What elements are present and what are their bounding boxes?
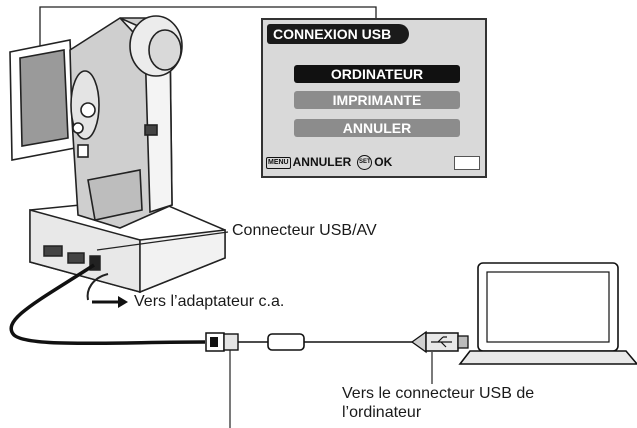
menu-option-annuler[interactable]: ANNULER	[294, 119, 460, 137]
camcorder-icon	[9, 15, 183, 229]
label-ac-adapter: Vers l’adaptateur c.a.	[134, 293, 285, 310]
usb-av-leader-line	[96, 231, 229, 251]
laptop-icon	[458, 262, 637, 365]
screen-leader-line	[39, 6, 377, 80]
usb-symbol-icon	[431, 336, 452, 348]
label-computer-usb-line1: Vers le connecteur USB de	[342, 385, 535, 402]
menu-title: CONNEXION USB	[267, 24, 410, 44]
usb-connection-menu: CONNEXION USB ORDINATEUR IMPRIMANTE ANNU…	[261, 18, 487, 178]
footer-cancel-label: ANNULER	[292, 155, 352, 169]
label-usb-av-connector: Connecteur USB/AV	[232, 222, 377, 239]
docking-station-icon	[29, 197, 226, 294]
label-computer-usb-line2: l’ordinateur	[342, 404, 422, 421]
footer-ok-label: OK	[374, 155, 393, 169]
set-key-icon: SET	[357, 155, 373, 171]
usb-cable-icon	[9, 263, 469, 354]
arrow-right-icon	[92, 296, 128, 308]
ac-cable	[86, 273, 109, 301]
menu-key-icon: MENU	[266, 156, 291, 169]
menu-option-ordinateur[interactable]: ORDINATEUR	[294, 65, 460, 83]
menu-option-imprimante[interactable]: IMPRIMANTE	[294, 91, 460, 109]
ferrite-core-icon	[267, 333, 305, 351]
battery-icon	[454, 156, 480, 170]
